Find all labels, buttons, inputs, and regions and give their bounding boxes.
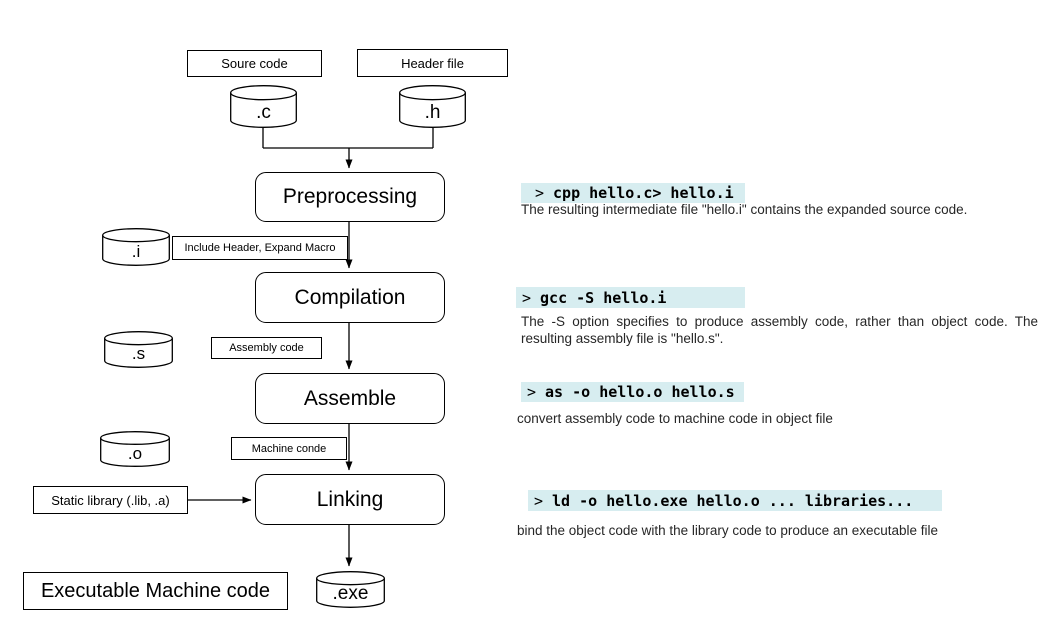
header-file-label-box: Header file	[357, 49, 508, 77]
cylinder-s-label: .s	[131, 344, 146, 363]
assemble-step-box: Assemble	[255, 373, 445, 424]
cylinder-o-label: .o	[127, 443, 143, 463]
cylinder-exe-file: .exe	[316, 571, 385, 608]
cylinder-c-file: .c	[230, 85, 297, 128]
prompt-symbol: >	[527, 383, 537, 401]
linking-step-box: Linking	[255, 474, 445, 525]
cylinder-i-file: .i	[102, 228, 170, 266]
cylinder-o-file: .o	[100, 431, 170, 467]
caption-as: convert assembly code to machine code in…	[517, 411, 833, 426]
cylinder-exe-label: .exe	[332, 583, 369, 604]
command-gcc: > gcc -S hello.i	[516, 287, 745, 308]
command-text-as: as -o hello.o hello.s	[545, 383, 735, 401]
cylinder-h-file: .h	[399, 85, 466, 128]
compilation-step-box: Compilation	[255, 272, 445, 323]
cylinder-h-label: .h	[424, 101, 441, 123]
prompt-symbol: >	[522, 288, 532, 307]
caption-gcc: The -S option specifies to produce assem…	[521, 314, 1038, 346]
assembly-code-note-box: Assembly code	[211, 337, 322, 359]
preprocessing-step-box: Preprocessing	[255, 172, 445, 222]
command-text-gcc: gcc -S hello.i	[540, 288, 667, 307]
executable-machine-code-box: Executable Machine code	[23, 572, 288, 610]
command-text-ld: ld -o hello.exe hello.o ... libraries...	[552, 491, 914, 510]
source-code-label-box: Soure code	[187, 50, 322, 77]
command-text-cpp: cpp hello.c> hello.i	[553, 184, 734, 202]
prompt-symbol: >	[535, 184, 545, 202]
command-ld: > ld -o hello.exe hello.o ... libraries..…	[528, 490, 942, 511]
prompt-symbol: >	[534, 491, 544, 510]
command-as: > as -o hello.o hello.s	[521, 382, 744, 402]
machine-code-note-box: Machine conde	[231, 437, 347, 460]
caption-ld: bind the object code with the library co…	[517, 523, 939, 538]
command-cpp: > cpp hello.c> hello.i	[521, 183, 745, 203]
cylinder-c-label: .c	[256, 101, 271, 123]
caption-cpp: The resulting intermediate file "hello.i…	[521, 202, 968, 217]
include-header-note-box: Include Header, Expand Macro	[172, 236, 348, 260]
cylinder-s-file: .s	[104, 331, 173, 368]
cylinder-i-label: .i	[131, 241, 141, 261]
static-library-box: Static library (.lib, .a)	[33, 486, 188, 514]
